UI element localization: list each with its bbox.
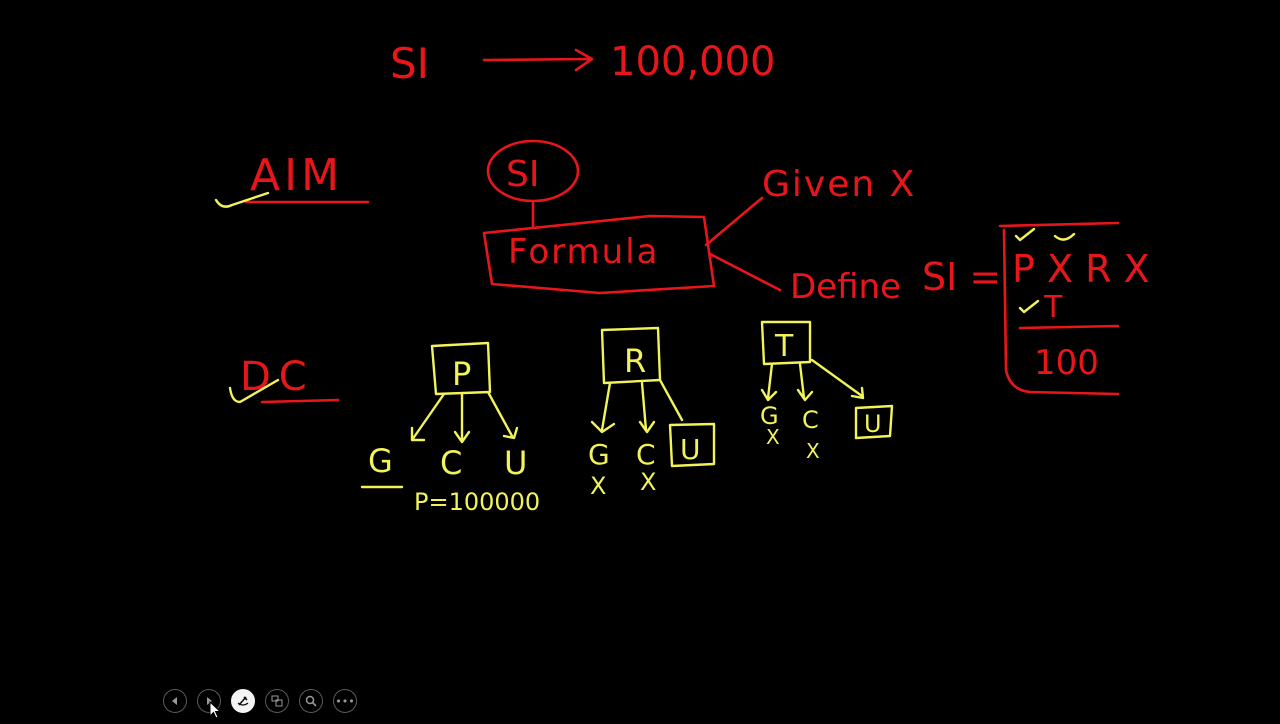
check-icon xyxy=(214,191,270,208)
arrow-icon xyxy=(638,381,656,434)
check-marks-icon xyxy=(1014,227,1076,314)
mark-x: X xyxy=(766,425,780,449)
child-c: C xyxy=(636,438,656,471)
arrow-icon xyxy=(796,362,814,402)
arrow-icon xyxy=(410,392,446,442)
equation-numerator-t: T xyxy=(1043,290,1063,325)
child-u: U xyxy=(504,444,527,482)
slideshow-toolbar: ••• xyxy=(163,689,357,715)
aim-heading: AIM xyxy=(214,150,370,208)
slides-grid-icon xyxy=(271,695,283,707)
node-p-label: P xyxy=(452,355,471,393)
ellipsis-icon: ••• xyxy=(335,694,355,708)
pen-tool-button[interactable] xyxy=(231,689,255,713)
si-equation: SI = P X R X T 100 xyxy=(922,221,1150,396)
child-u: U xyxy=(864,410,882,438)
formula-diagram: SI Formula Given X Define xyxy=(482,139,916,307)
child-g: G xyxy=(760,402,779,430)
branch-line-define xyxy=(708,252,782,292)
mark-x: X xyxy=(806,439,820,463)
boxed-u xyxy=(668,422,716,468)
top-line: SI 100,000 xyxy=(390,39,775,88)
branch-line-given xyxy=(704,196,764,247)
child-u: U xyxy=(680,433,701,466)
formula-text: Formula xyxy=(508,232,659,272)
child-c: C xyxy=(440,444,462,482)
arrow-icon xyxy=(590,381,616,434)
dc-underline xyxy=(260,398,340,404)
arrow-icon xyxy=(486,390,519,440)
dc-label: DC xyxy=(240,354,315,400)
arrow-icon xyxy=(760,362,778,402)
see-all-slides-button[interactable] xyxy=(265,689,289,713)
arrow-icon xyxy=(482,48,594,72)
p-value-note: P=100000 xyxy=(414,488,540,516)
arrow-icon xyxy=(453,392,471,444)
node-t-label: T xyxy=(774,329,794,364)
node-box-t xyxy=(760,320,812,366)
equation-lhs: SI = xyxy=(922,255,1001,299)
equation-denominator: 100 xyxy=(1034,343,1099,383)
equation-numerator: P X R X xyxy=(1012,247,1150,291)
tree-r: R G C U X X xyxy=(588,326,716,500)
branch-line xyxy=(658,378,684,422)
node-r-label: R xyxy=(624,342,646,380)
tree-t: T G C U X X xyxy=(760,320,894,463)
formula-box xyxy=(482,214,716,295)
si-bubble-text: SI xyxy=(506,154,539,195)
node-box-p xyxy=(430,341,492,396)
magnifier-icon xyxy=(305,695,317,707)
mark-x: X xyxy=(640,468,656,496)
top-amount-text: 100,000 xyxy=(610,39,775,85)
child-g: G xyxy=(368,442,393,480)
child-c: C xyxy=(802,406,819,434)
mark-x: X xyxy=(590,472,606,500)
aim-label: AIM xyxy=(250,150,343,201)
boxed-u xyxy=(854,404,894,440)
pen-icon xyxy=(237,696,249,706)
previous-icon xyxy=(172,697,177,705)
top-si-text: SI xyxy=(390,39,429,88)
child-g: G xyxy=(588,438,610,471)
arrow-icon xyxy=(810,358,865,400)
given-x-text: Given X xyxy=(762,164,916,205)
zoom-button[interactable] xyxy=(299,689,323,713)
check-icon xyxy=(228,378,280,404)
mouse-cursor-icon xyxy=(209,701,221,719)
dc-heading: DC xyxy=(228,354,340,404)
tree-p: P G C U P=100000 xyxy=(360,341,540,516)
fraction-bar xyxy=(1018,324,1120,330)
previous-slide-button[interactable] xyxy=(163,689,187,713)
equation-bracket xyxy=(998,221,1120,396)
more-options-button[interactable]: ••• xyxy=(333,689,357,713)
define-text: Define xyxy=(790,267,901,307)
